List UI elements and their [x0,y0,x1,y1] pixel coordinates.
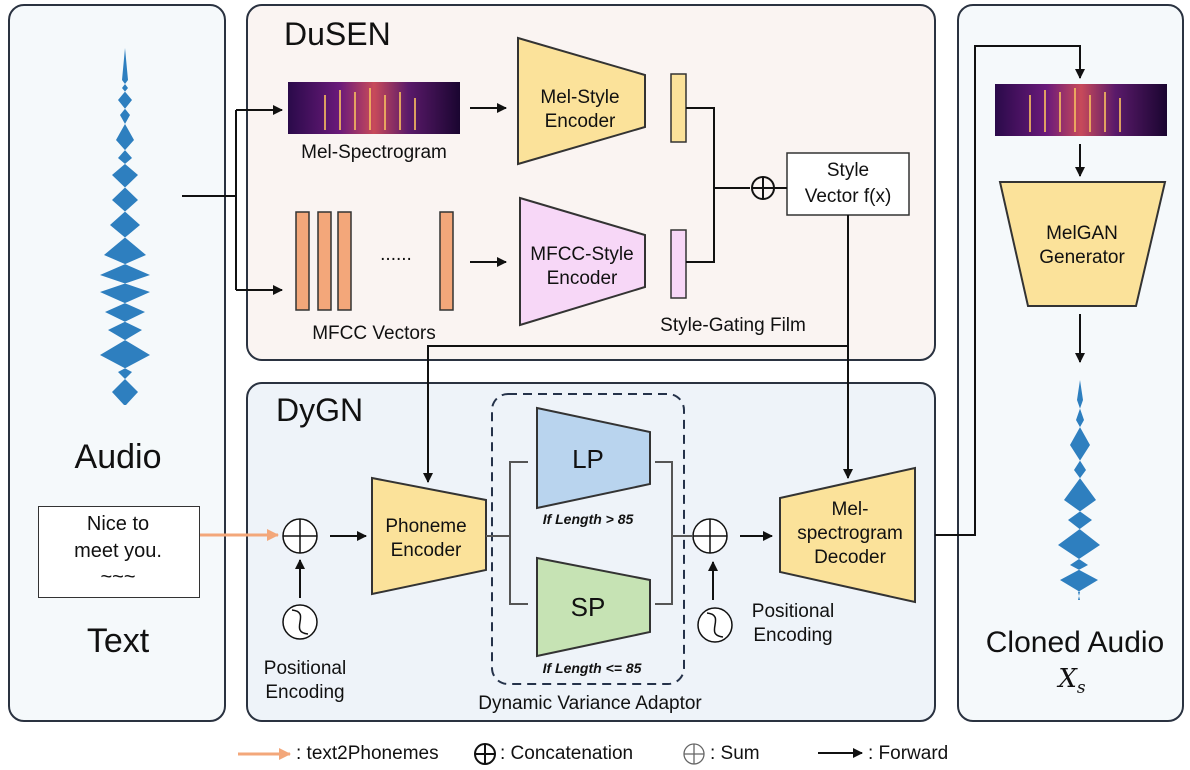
text-box-line-1: Nice to [86,513,150,535]
mel-style-encoder-label-1: Mel-Style [540,87,620,108]
positional-encoding-left-1: Positional [263,658,347,679]
mfcc-style-encoder-label-2: Encoder [546,268,618,289]
text-box-line-3: ~~~ [100,566,136,588]
text-box-line-2: meet you. [74,540,162,562]
sp-label: SP [570,592,606,622]
mel-style-encoder-label-2: Encoder [544,111,616,132]
mfcc-style-embedding [670,229,687,299]
legend-sum: : Sum [710,743,760,764]
dygn-title: DyGN [276,392,364,428]
positional-encoding-icon-right [697,607,733,643]
input-text-box [38,506,200,598]
sum-symbol-left [282,518,318,554]
output-mel-spectrogram-image [995,84,1167,136]
legend-concatenation-icon [474,743,496,765]
xs-base: X [1058,664,1077,694]
mfcc-style-encoder [519,196,646,327]
phoneme-encoder-label-1: Phoneme [385,516,467,537]
mel-spectrogram-image [288,82,460,134]
style-vector-label-2: Vector f(x) [804,186,892,207]
mel-style-encoder [517,36,646,166]
decoder-label-2: spectrogram [797,523,903,544]
dynamic-variance-adaptor-box [491,393,685,685]
mfcc-vectors [295,211,454,311]
legend-sum-icon [683,743,705,765]
sum-symbol-right [692,518,728,554]
lp-module [536,406,651,510]
xs-symbol: Xs [1058,664,1085,698]
legend-concatenation: : Concatenation [500,743,634,764]
phoneme-encoder-label-2: Encoder [390,540,462,561]
mfcc-dots: ...... [380,244,412,265]
mfcc-style-encoder-label-1: MFCC-Style [530,244,634,265]
positional-encoding-right-2: Encoding [753,625,833,646]
melgan-label-1: MelGAN [1046,223,1118,244]
sp-condition-label: If Length <= 85 [542,660,642,676]
legend-text2phonemes: : text2Phonemes [296,743,439,764]
style-vector-label-1: Style [826,160,870,181]
audio-label: Audio [74,438,162,476]
decoder-label-1: Mel- [831,499,869,520]
melgan-generator [998,181,1167,307]
lp-condition-label: If Length > 85 [542,511,634,527]
positional-encoding-right-1: Positional [751,601,835,622]
melgan-label-2: Generator [1039,247,1125,268]
positional-encoding-left-2: Encoding [265,682,345,703]
lp-label: LP [572,444,604,474]
mel-style-embedding [670,73,687,143]
dusen-title: DuSEN [284,16,391,52]
concatenation-symbol [751,176,775,200]
mel-spectrogram-decoder [779,466,916,604]
output-audio-waveform [1058,380,1100,600]
xs-subscript: s [1076,678,1086,699]
dynamic-variance-adaptor-label: Dynamic Variance Adaptor [478,693,702,714]
positional-encoding-icon-left [282,604,318,640]
style-vector-box [786,152,910,216]
decoder-label-3: Decoder [814,547,886,568]
text-label: Text [86,622,150,660]
style-gating-film-label: Style-Gating Film [660,315,806,336]
input-audio-waveform [100,48,150,405]
mfcc-vectors-label: MFCC Vectors [312,323,436,344]
sp-module [536,556,651,658]
mel-spectrogram-label: Mel-Spectrogram [301,142,447,163]
legend-forward: : Forward [868,743,949,764]
cloned-audio-label: Cloned Audio [985,626,1165,659]
phoneme-encoder [371,476,487,596]
